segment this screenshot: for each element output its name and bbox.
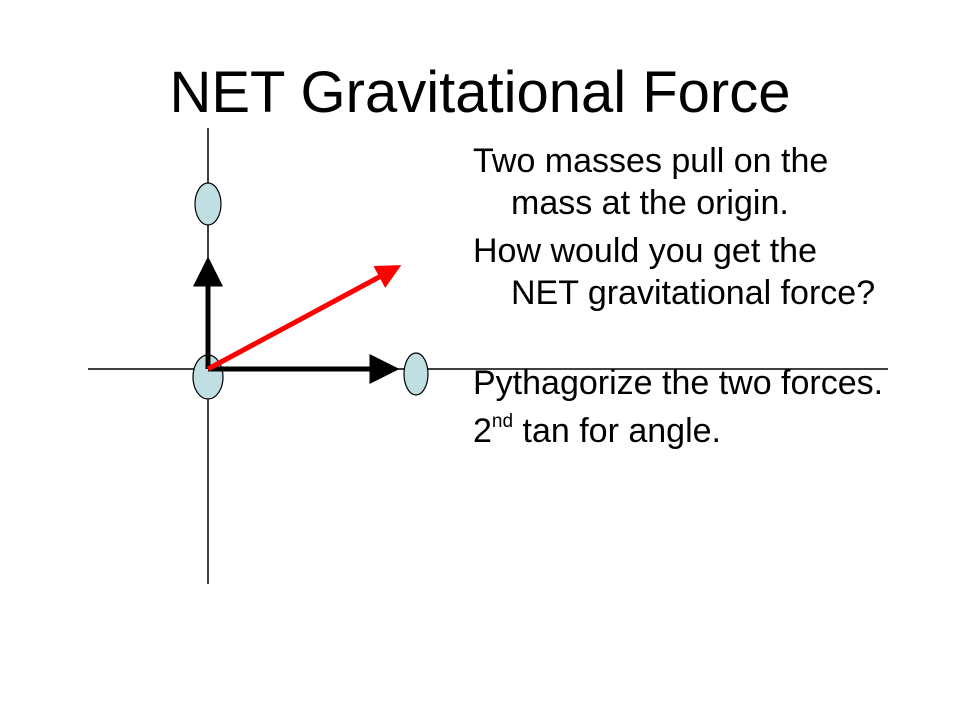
slide-title: NET Gravitational Force: [169, 60, 791, 125]
mass-top: [194, 182, 222, 226]
answer-tan-number: 2: [473, 412, 492, 450]
answer-tan-ordinal: nd: [491, 411, 514, 432]
net-force-arrow: [206, 265, 402, 372]
question-net-force: How would you get the NET gravitational …: [473, 232, 876, 312]
statement-masses: Two masses pull on the mass at the origi…: [473, 142, 829, 222]
answer-tan: 2nd tan for angle.: [473, 410, 893, 452]
mass-right: [403, 352, 429, 396]
answer-pythagorize: Pythagorize the two forces.: [473, 364, 884, 402]
answer-tan-text: tan for angle.: [513, 412, 721, 450]
explanation-text: Two masses pull on the mass at the origi…: [473, 140, 893, 458]
